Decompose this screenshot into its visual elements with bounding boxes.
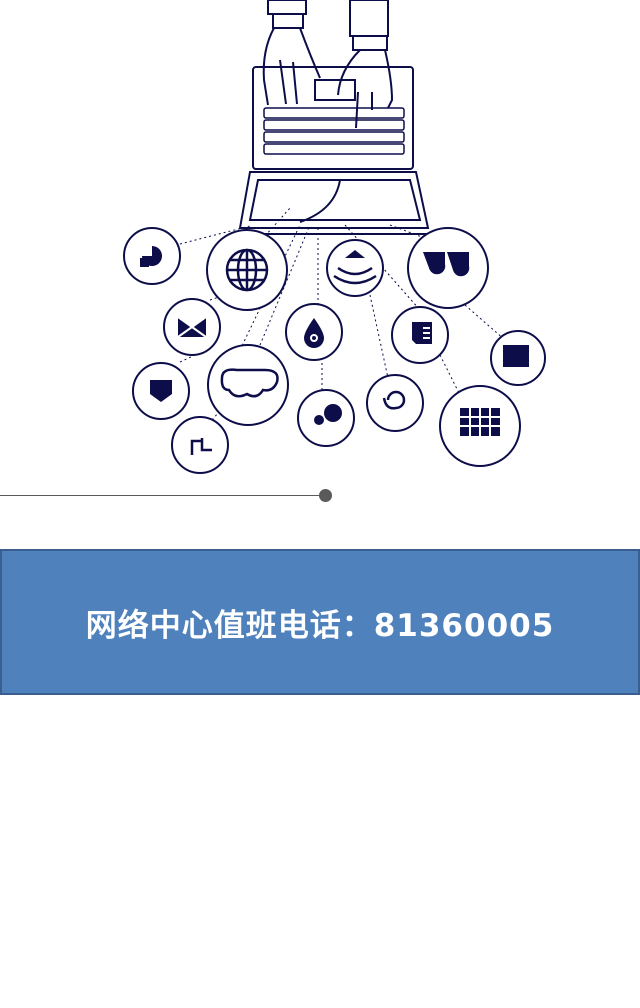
- divider-line: [0, 495, 325, 496]
- divider-dot: [319, 489, 332, 502]
- hotline-text: 网络中心值班电话：81360005: [85, 607, 555, 644]
- hotline-banner: 网络中心值班电话：81360005: [0, 549, 640, 695]
- laptop-network-illustration: [0, 0, 640, 480]
